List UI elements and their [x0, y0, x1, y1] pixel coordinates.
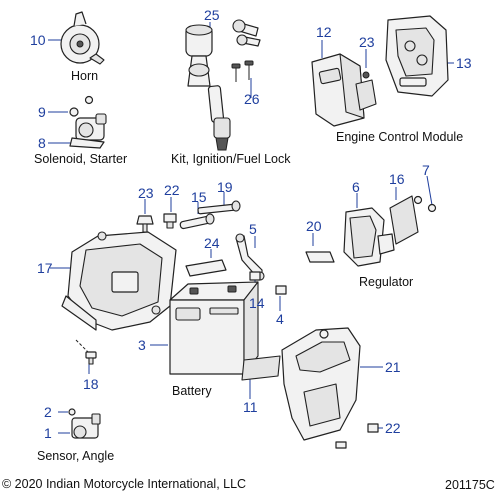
callout-14: 14 [249, 295, 265, 311]
callout-24: 24 [204, 235, 220, 251]
caption-horn: Horn [71, 69, 99, 83]
starter-solenoid-drawing [69, 95, 107, 149]
callout-12: 12 [316, 24, 332, 40]
diagram-code: 201175C [445, 478, 495, 492]
callout-19: 19 [217, 179, 233, 195]
callout-18: 18 [83, 376, 99, 392]
callout-5: 5 [249, 221, 257, 237]
callout-3: 3 [138, 337, 146, 353]
caption-battery: Battery [172, 384, 212, 398]
callout-7: 7 [422, 162, 430, 178]
callout-9: 9 [38, 104, 46, 120]
callout-15: 15 [191, 189, 207, 205]
callout-20: 20 [306, 218, 322, 234]
callout-2: 2 [44, 404, 52, 420]
callout-8: 8 [38, 135, 46, 151]
callout-13: 13 [456, 55, 472, 71]
caption-ignition-kit: Kit, Ignition/Fuel Lock [171, 152, 291, 166]
regulator-drawing [305, 195, 437, 267]
angle-sensor-drawing [68, 408, 101, 439]
callout-22-cover: 22 [385, 420, 401, 436]
callout-21: 21 [385, 359, 401, 375]
horn-drawing [60, 11, 105, 65]
callout-23-ecm: 23 [359, 34, 375, 50]
callout-4: 4 [276, 311, 284, 327]
caption-solenoid-starter: Solenoid, Starter [34, 152, 128, 166]
caption-engine-control-module: Engine Control Module [336, 130, 464, 144]
ignition-kit-drawing [185, 19, 261, 151]
battery-cover-drawing [281, 327, 379, 449]
callout-25: 25 [204, 7, 220, 23]
callout-11: 11 [243, 399, 258, 415]
callout-22-bracket: 22 [164, 182, 180, 198]
callout-26: 26 [244, 91, 260, 107]
callout-16: 16 [389, 171, 405, 187]
caption-sensor-angle: Sensor, Angle [37, 449, 115, 463]
caption-regulator: Regulator [359, 275, 414, 289]
strap-and-cable-drawing [185, 233, 287, 295]
callout-10: 10 [30, 32, 46, 48]
callout-23-bracket: 23 [138, 185, 154, 201]
bracket-hardware-drawing [136, 200, 241, 233]
callout-17: 17 [37, 260, 53, 276]
battery-tray-drawing [61, 231, 177, 365]
engine-control-module-drawing [311, 15, 449, 127]
copyright-notice: © 2020 Indian Motorcycle International, … [2, 477, 247, 491]
callout-1: 1 [44, 425, 52, 441]
battery-pad-drawing [241, 355, 281, 381]
callout-6: 6 [352, 179, 360, 195]
battery-drawing [169, 281, 259, 375]
